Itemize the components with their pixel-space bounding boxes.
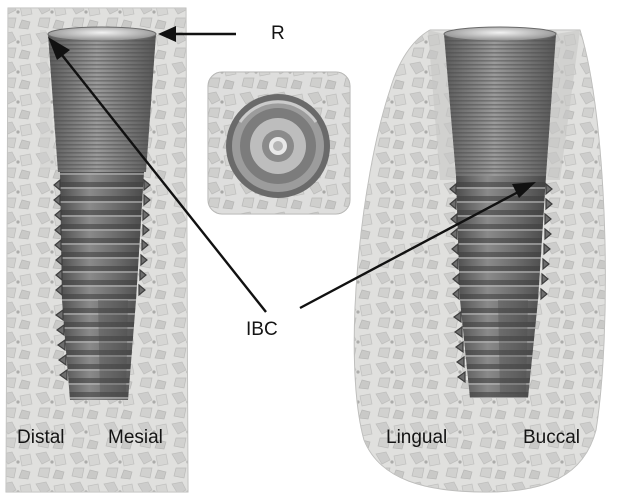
left-implant-cap — [48, 27, 156, 41]
implant-top-view-icon — [208, 72, 350, 214]
label-ibc: IBC — [246, 320, 278, 339]
label-mesial: Mesial — [108, 428, 163, 447]
label-r: R — [271, 24, 285, 43]
right-implant-cap — [444, 27, 556, 41]
label-distal: Distal — [17, 428, 65, 447]
label-buccal: Buccal — [523, 428, 580, 447]
label-lingual: Lingual — [386, 428, 447, 447]
